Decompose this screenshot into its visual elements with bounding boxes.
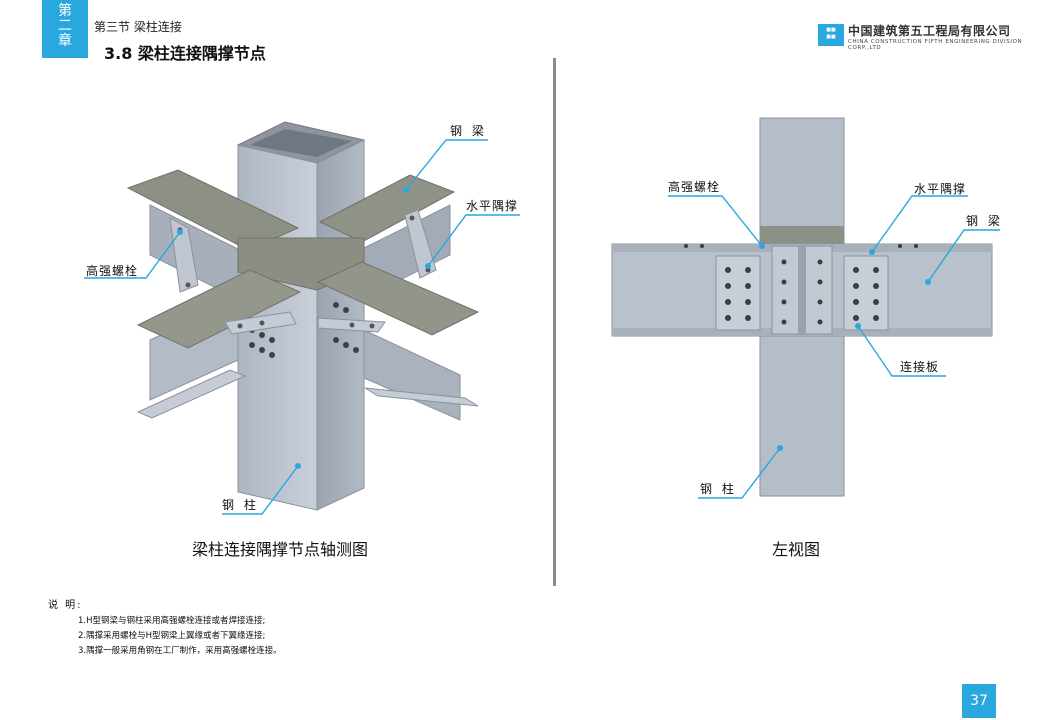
right-figure-caption: 左视图 — [772, 540, 821, 559]
chapter-tab-char: 二 — [58, 18, 72, 34]
section-label: 第三节 梁柱连接 — [94, 20, 182, 34]
concrete-slab-front-right — [316, 261, 480, 336]
label-steel-column: 钢 柱 — [222, 498, 259, 512]
notes-heading: 说 明: — [48, 600, 83, 611]
page-number: 37 — [962, 684, 996, 718]
connecting-plate-left — [715, 255, 761, 331]
label-horizontal-brace-side: 水平隅撑 — [914, 182, 967, 196]
bolt-group — [684, 244, 918, 325]
left-figure-caption: 梁柱连接隅撑节点轴测图 — [192, 540, 369, 559]
axonometric-diagram — [84, 121, 520, 515]
company-name-en: CHINA CONSTRUCTION FIFTH ENGINEERING DIV… — [848, 39, 1023, 51]
chapter-tab-char: 第 — [58, 3, 72, 19]
horizontal-brace-front — [224, 311, 386, 335]
label-steel-beam-side: 钢 梁 — [966, 214, 1003, 228]
horizontal-brace-right — [404, 209, 437, 279]
chapter-tab-char: 章 — [58, 33, 72, 49]
note-item: 3.隅撑一般采用角钢在工厂制作，采用高强螺栓连接。 — [78, 646, 282, 656]
vertical-divider — [553, 58, 556, 586]
concrete-slab-top-left — [126, 169, 300, 251]
concrete-slab-front-left — [136, 269, 302, 349]
chapter-tab: 第 二 章 — [42, 0, 88, 58]
note-item: 1.H型钢梁与钢柱采用高强螺栓连接或者焊接连接; — [78, 616, 266, 626]
concrete-slab-top-right — [318, 174, 456, 243]
steel-beam-front-right — [333, 302, 479, 421]
side-view-diagram — [611, 117, 1000, 499]
label-horizontal-brace: 水平隅撑 — [466, 199, 519, 213]
label-hs-bolt-side: 高强螺栓 — [668, 180, 721, 194]
label-steel-beam: 钢 梁 — [450, 124, 487, 138]
concrete-band — [760, 226, 844, 246]
connecting-plate-right — [843, 255, 889, 331]
page-title: 3.8 梁柱连接隅撑节点 — [104, 44, 266, 63]
company-name: 中国建筑第五工程局有限公司 — [848, 24, 1011, 38]
label-hs-bolt: 高强螺栓 — [86, 264, 139, 278]
note-item: 2.隅撑采用螺栓与H型钢梁上翼缘或者下翼缘连接; — [78, 631, 266, 641]
label-steel-column-side: 钢 柱 — [700, 482, 737, 496]
label-connecting-plate: 连接板 — [900, 360, 940, 374]
company-logo-icon: ■■■■ — [818, 24, 844, 46]
